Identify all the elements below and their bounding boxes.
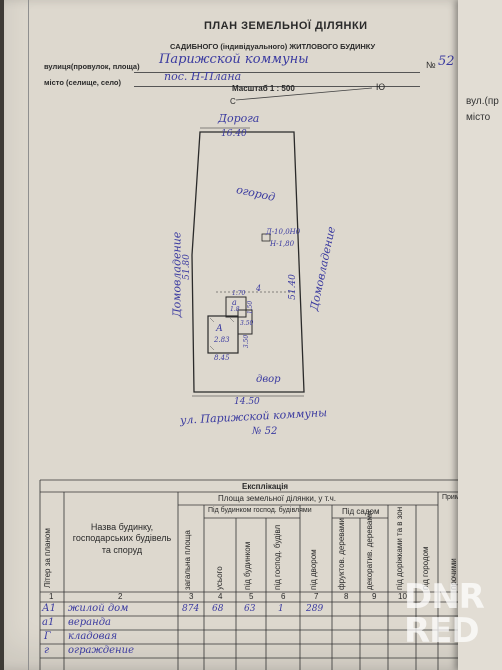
table-row-4-lit: г: [44, 645, 50, 656]
veranda-value: 1.8: [230, 306, 240, 313]
area-group-header: Площа земельної ділянки, у т.ч.: [218, 494, 336, 503]
plan-subtitle: САДИБНОГО (індивідуального) ЖИТЛОВОГО БУ…: [170, 42, 376, 51]
city-label: місто (селище, село): [44, 78, 122, 87]
building-veranda: [225, 296, 247, 318]
street-under-plan-no: № 52: [252, 426, 278, 437]
explication-title: Експлікація: [242, 482, 289, 491]
compass-north: Ю: [376, 82, 386, 92]
table-row-2-name: веранда: [68, 617, 111, 628]
adjacent-sheet-city: місто: [466, 112, 491, 123]
veranda-top-dim: 1.70: [232, 290, 246, 297]
plan-title: ПЛАН ЗЕМЕЛЬНОЇ ДІЛЯНКИ: [204, 20, 368, 32]
street-label: вулиця(провулок, площа): [44, 62, 140, 71]
table-row-3-lit: Г: [44, 631, 51, 642]
veranda-letter: а: [232, 298, 237, 307]
col-outbuild: під господ. будівл: [273, 524, 282, 590]
colnum-3: 3: [189, 592, 194, 601]
adjacent-sheet-street: вул.(пр: [466, 96, 499, 107]
annex-dim: 3.50: [240, 320, 254, 327]
watermark-line-1: DNR: [404, 577, 485, 617]
street-value: Парижской коммуны: [159, 52, 309, 67]
table-row-2-lit: а1: [42, 617, 55, 628]
small-building-label-2: Н-1,80: [270, 240, 295, 248]
site-plan-drawing: [191, 87, 373, 397]
top-dimension: 16.40: [221, 129, 247, 139]
notes-header: Примітки: [442, 494, 472, 501]
building-house-annex: [237, 309, 253, 335]
colnum-5: 5: [249, 592, 254, 601]
document-sheet: ПЛАН ЗЕМЕЛЬНОЇ ДІЛЯНКИ САДИБНОГО (індиві…: [4, 0, 474, 670]
table-row-1-name: жилой дом: [68, 603, 129, 614]
table-row-1-yard: 289: [306, 604, 324, 614]
col-house: під будинком: [243, 541, 252, 590]
colnum-1: 1: [49, 592, 54, 601]
margin-rule: [28, 0, 29, 670]
col-all: усього: [215, 566, 224, 590]
explication-grid: [39, 479, 474, 670]
col-fruit: фруктов. деревами: [337, 518, 346, 590]
house-bottom-dim: 8.45: [214, 354, 230, 362]
house-hatching: [209, 317, 235, 351]
colnum-8: 8: [344, 592, 349, 601]
col-yard: під двором: [309, 549, 318, 590]
colnum-6: 6: [281, 592, 286, 601]
street-underline: [134, 72, 420, 73]
col-total: загальна площа: [183, 530, 192, 590]
number-label: №: [426, 60, 436, 70]
col-garden-group: Під садом: [342, 507, 380, 516]
plot-boundary: [191, 131, 305, 393]
table-row-4-name: ограждение: [68, 645, 135, 656]
table-row-1-all: 68: [212, 604, 224, 614]
scale-label: Масштаб 1 : 500: [232, 84, 295, 93]
col-lit: Літер за планом: [43, 528, 52, 588]
compass-c: С: [230, 97, 236, 106]
col-decor: декоратив. деревами: [365, 510, 374, 590]
table-row-3-name: кладовая: [68, 631, 118, 642]
colnum-4: 4: [218, 592, 223, 601]
col-name-text: Назва будинку, господарських будівель та…: [72, 522, 172, 555]
yard-label: двор: [256, 374, 281, 385]
watermark-logo: DNR RED: [404, 580, 488, 648]
adjacent-sheet: вул.(пр місто: [458, 0, 502, 670]
table-row-1-out: 1: [278, 604, 284, 614]
watermark-line-2: RED: [404, 611, 480, 651]
col-name: Назва будинку, господарських будівель та…: [70, 522, 174, 556]
mark-4: 4: [256, 284, 262, 293]
house-value: 2.83: [214, 336, 230, 344]
colnum-10: 10: [398, 592, 407, 601]
road-label: Дорога: [218, 112, 260, 125]
bottom-dimension: 14.50: [234, 397, 260, 407]
number-value: 52: [438, 54, 455, 69]
colnum-7: 7: [314, 592, 319, 601]
table-row-1-lit: А1: [42, 603, 56, 614]
colnum-2: 2: [118, 592, 123, 601]
house-letter: А: [216, 324, 223, 334]
table-row-1-house: 63: [244, 604, 256, 614]
table-row-1-total: 874: [182, 604, 200, 614]
city-underline: [134, 86, 420, 87]
small-building: [261, 233, 271, 242]
city-value: пос. Н-Плана: [164, 70, 242, 83]
colnum-9: 9: [372, 592, 377, 601]
small-building-label: Д-10,0Н0: [266, 228, 301, 236]
compass-line: [235, 87, 373, 101]
col-under-group: Під будинком господ. будівлями: [208, 507, 312, 514]
